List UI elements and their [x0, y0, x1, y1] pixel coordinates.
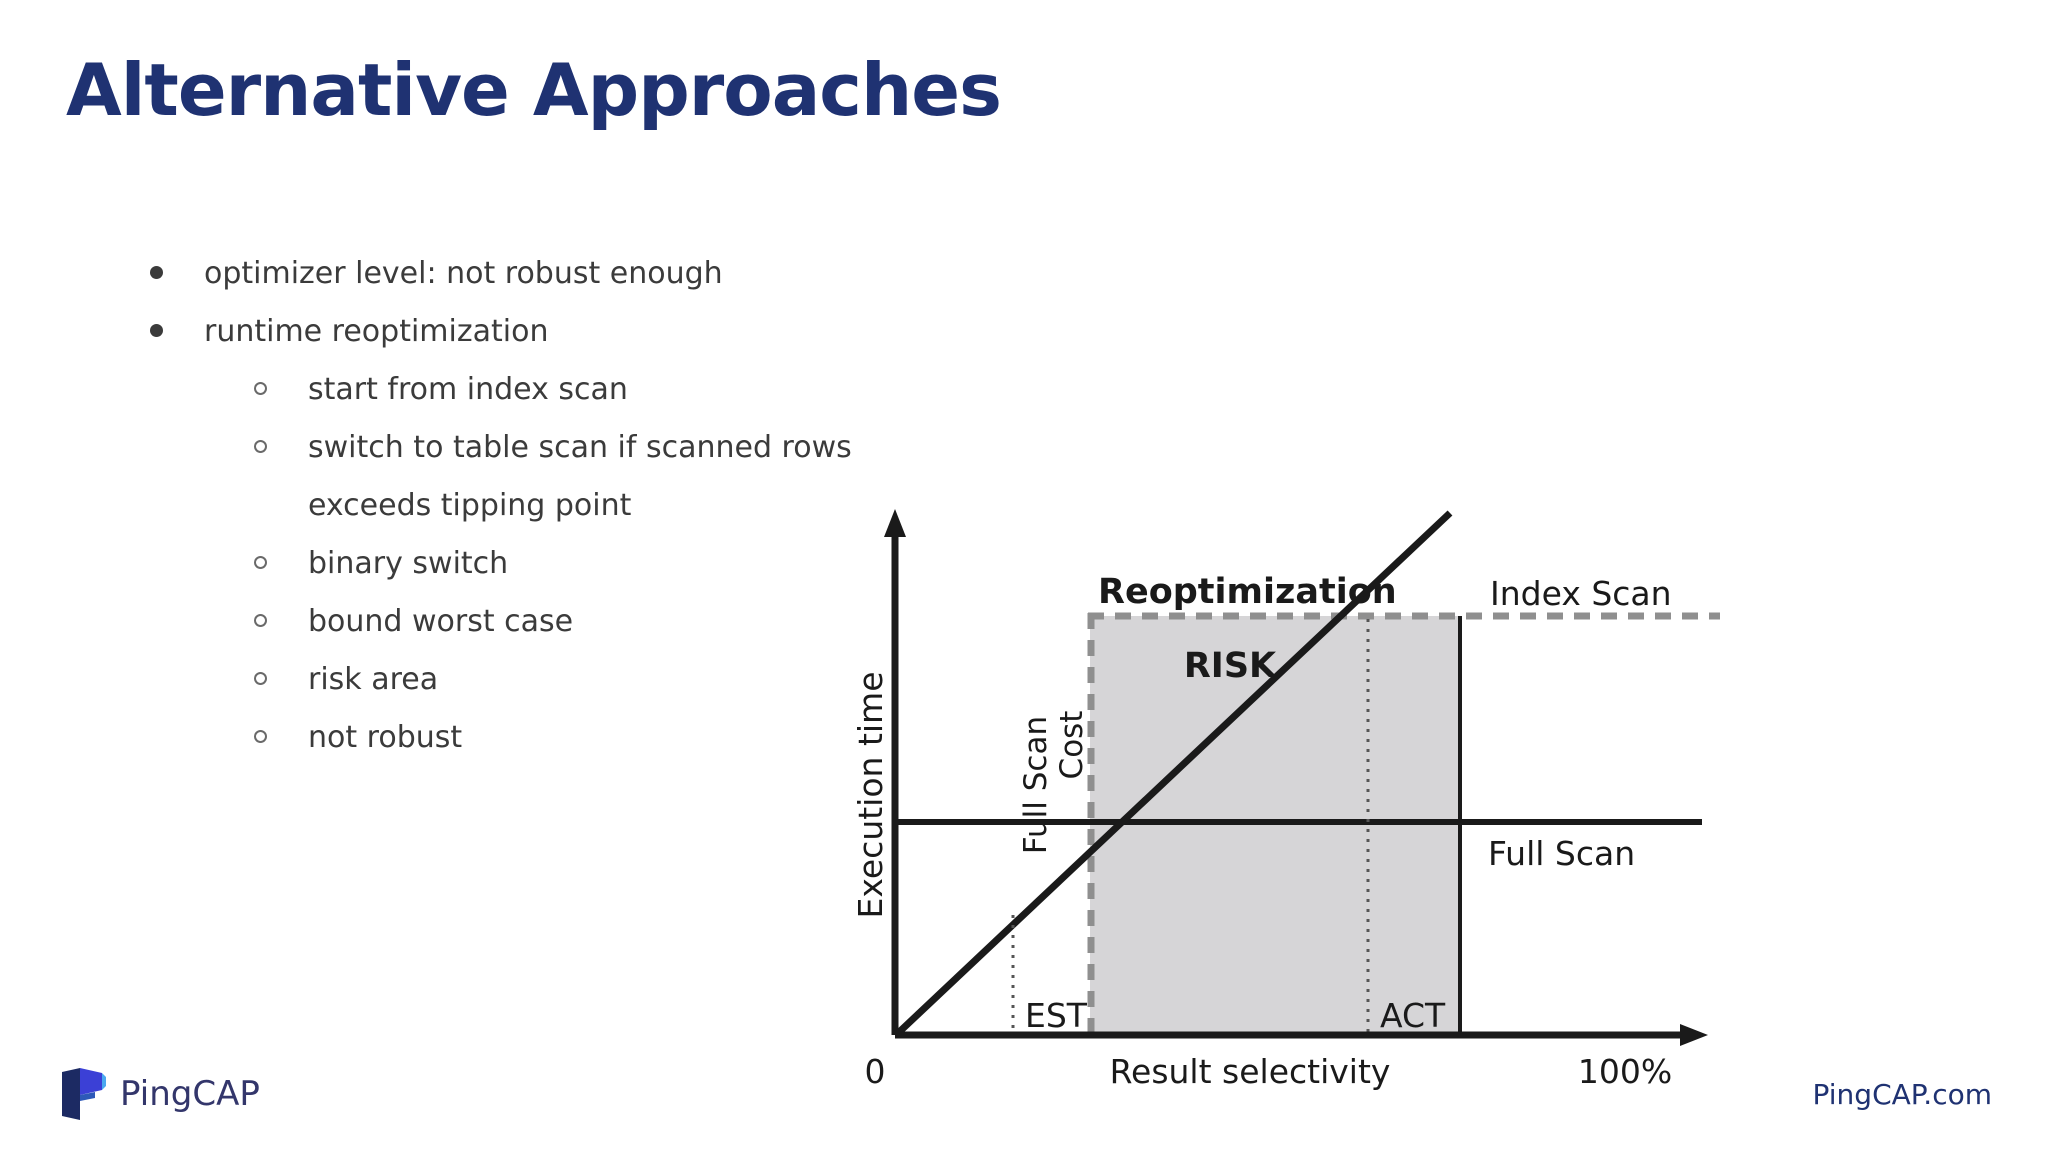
bullet-disc-icon	[150, 245, 204, 303]
pingcap-logo: PingCAP	[62, 1068, 260, 1120]
list-item: binary switch	[150, 535, 910, 593]
bullet-disc-icon	[150, 303, 204, 361]
footer-url: PingCAP.com	[1812, 1078, 1993, 1111]
bullet-circle-icon	[254, 709, 308, 767]
reoptimization-label: Reoptimization	[1098, 572, 1397, 612]
bullet-circle-icon	[254, 361, 308, 419]
list-item: not robust	[150, 709, 910, 767]
pingcap-wordmark: PingCAP	[120, 1074, 260, 1114]
list-item-label: not robust	[308, 720, 463, 755]
x-axis-origin-tick-label: 0	[865, 1052, 886, 1091]
list-item: start from index scan	[150, 361, 910, 419]
full-scan-label: Full Scan	[1488, 834, 1635, 873]
list-item-label: runtime reoptimization	[204, 314, 549, 349]
act-label: ACT	[1380, 996, 1446, 1035]
y-axis-arrow-icon	[884, 509, 906, 537]
est-label: EST	[1025, 996, 1088, 1035]
bullet-circle-icon	[254, 419, 308, 477]
list-item: risk area	[150, 651, 910, 709]
x-axis-arrow-icon	[1680, 1024, 1708, 1046]
y-axis-label: Execution time	[851, 672, 890, 919]
list-item: switch to table scan if scanned rows exc…	[150, 419, 910, 535]
bullet-circle-icon	[254, 651, 308, 709]
full-scan-cost-label-line2: Cost	[1054, 711, 1090, 780]
list-item-label: optimizer level: not robust enough	[204, 256, 723, 291]
x-axis-label: Result selectivity	[1110, 1052, 1391, 1091]
pingcap-logo-icon	[62, 1068, 106, 1120]
list-item: runtime reoptimization	[150, 303, 910, 361]
index-scan-label: Index Scan	[1490, 574, 1672, 613]
list-item: bound worst case	[150, 593, 910, 651]
list-item-label: switch to table scan if scanned rows exc…	[308, 430, 862, 523]
bullet-circle-icon	[254, 593, 308, 651]
bullet-circle-icon	[254, 535, 308, 593]
list-item-label: risk area	[308, 662, 439, 697]
list-item-label: binary switch	[308, 546, 509, 581]
list-item-label: start from index scan	[308, 372, 628, 407]
list-item-label: bound worst case	[308, 604, 574, 639]
bullet-list: optimizer level: not robust enough runti…	[150, 245, 910, 767]
full-scan-cost-label-line1: Full Scan	[1018, 716, 1054, 854]
risk-area-region	[1090, 616, 1460, 1035]
index-scan-line	[893, 510, 1453, 1038]
x-axis-max-tick-label: 100%	[1578, 1052, 1672, 1091]
execution-time-vs-selectivity-chart: Execution time Result selectivity 0 100%…	[850, 495, 1730, 1095]
risk-label: RISK	[1184, 646, 1278, 686]
page-title: Alternative Approaches	[66, 48, 1002, 132]
list-item: optimizer level: not robust enough	[150, 245, 910, 303]
